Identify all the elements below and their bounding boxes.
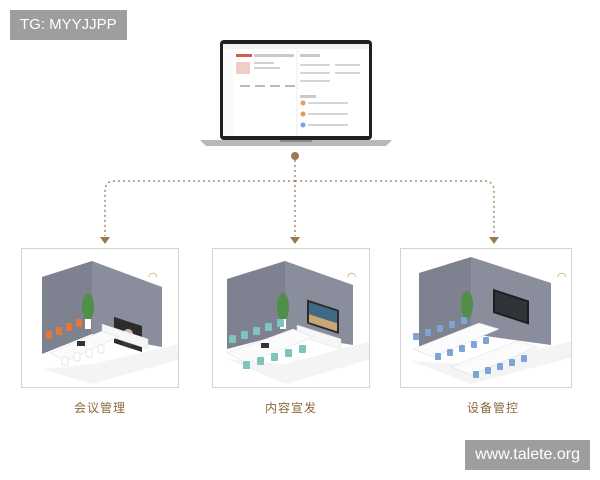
room-wall-back xyxy=(92,261,162,347)
plant-icon xyxy=(82,293,94,321)
room-caption-content: 内容宣发 xyxy=(264,401,317,415)
laptop-icon xyxy=(200,40,392,146)
wifi-icon: ◠ xyxy=(148,271,158,283)
chairs xyxy=(46,319,105,366)
plant-icon xyxy=(461,291,473,319)
tv-icon xyxy=(307,299,339,334)
laptop-screen xyxy=(223,44,369,136)
wifi-icon: ◠ xyxy=(347,271,357,283)
room-panel-meeting xyxy=(21,248,179,388)
chairs xyxy=(229,319,306,369)
watermark-top: TG: MYYJJPP xyxy=(10,10,127,40)
meeting-table xyxy=(412,322,500,358)
hub-dot xyxy=(291,152,299,160)
room-caption-meeting: 会议管理 xyxy=(73,401,126,415)
connector-right xyxy=(295,180,495,236)
arrow-center xyxy=(290,237,300,244)
laptop-base xyxy=(200,140,392,146)
connector-left xyxy=(104,180,295,236)
room-caption-device: 设备管控 xyxy=(466,401,519,415)
arrow-left xyxy=(100,237,110,244)
arrow-right xyxy=(489,237,499,244)
meeting-table xyxy=(226,328,314,364)
chairs xyxy=(413,317,527,378)
room-wall-left xyxy=(419,257,471,349)
wifi-icon: ◠ xyxy=(557,271,567,283)
room-panel-device xyxy=(400,248,572,388)
plant-icon xyxy=(277,293,289,321)
tv-icon xyxy=(493,288,529,325)
room-panel-content xyxy=(212,248,370,388)
watermark-bottom: www.talete.org xyxy=(465,440,590,470)
room-wall-left xyxy=(42,261,92,354)
